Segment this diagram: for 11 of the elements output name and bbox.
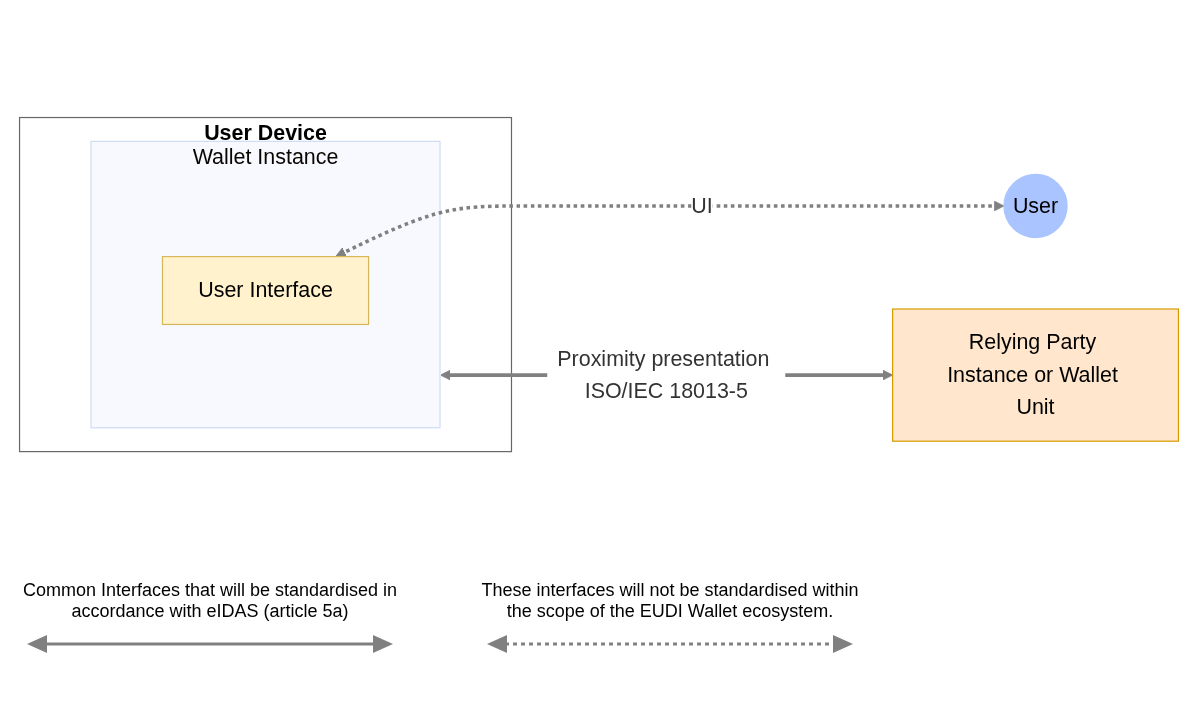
cluster [90, 141, 441, 429]
edge-label: Proximity presentation ISO/IEC 18013-5 [557, 346, 770, 403]
cluster [18, 117, 513, 453]
edge-label: UI [691, 193, 713, 218]
node-box [161, 256, 370, 326]
legend-text: These interfaces will not be standardised within the scope of the EUDI Wallet ecosystem. [480, 580, 860, 622]
legend-text: Common Interfaces that will be standardised in accordance with eIDAS (article 5a) [21, 580, 399, 622]
diagram: User Device Wallet Instance UI Proximity presentation ISO/IEC 18013-5 User Interface User Relying Party Instance or Wallet Unit [10, 108, 1188, 462]
node-circle [1003, 174, 1068, 239]
arrow [335, 201, 1005, 258]
node-box [892, 308, 1180, 443]
